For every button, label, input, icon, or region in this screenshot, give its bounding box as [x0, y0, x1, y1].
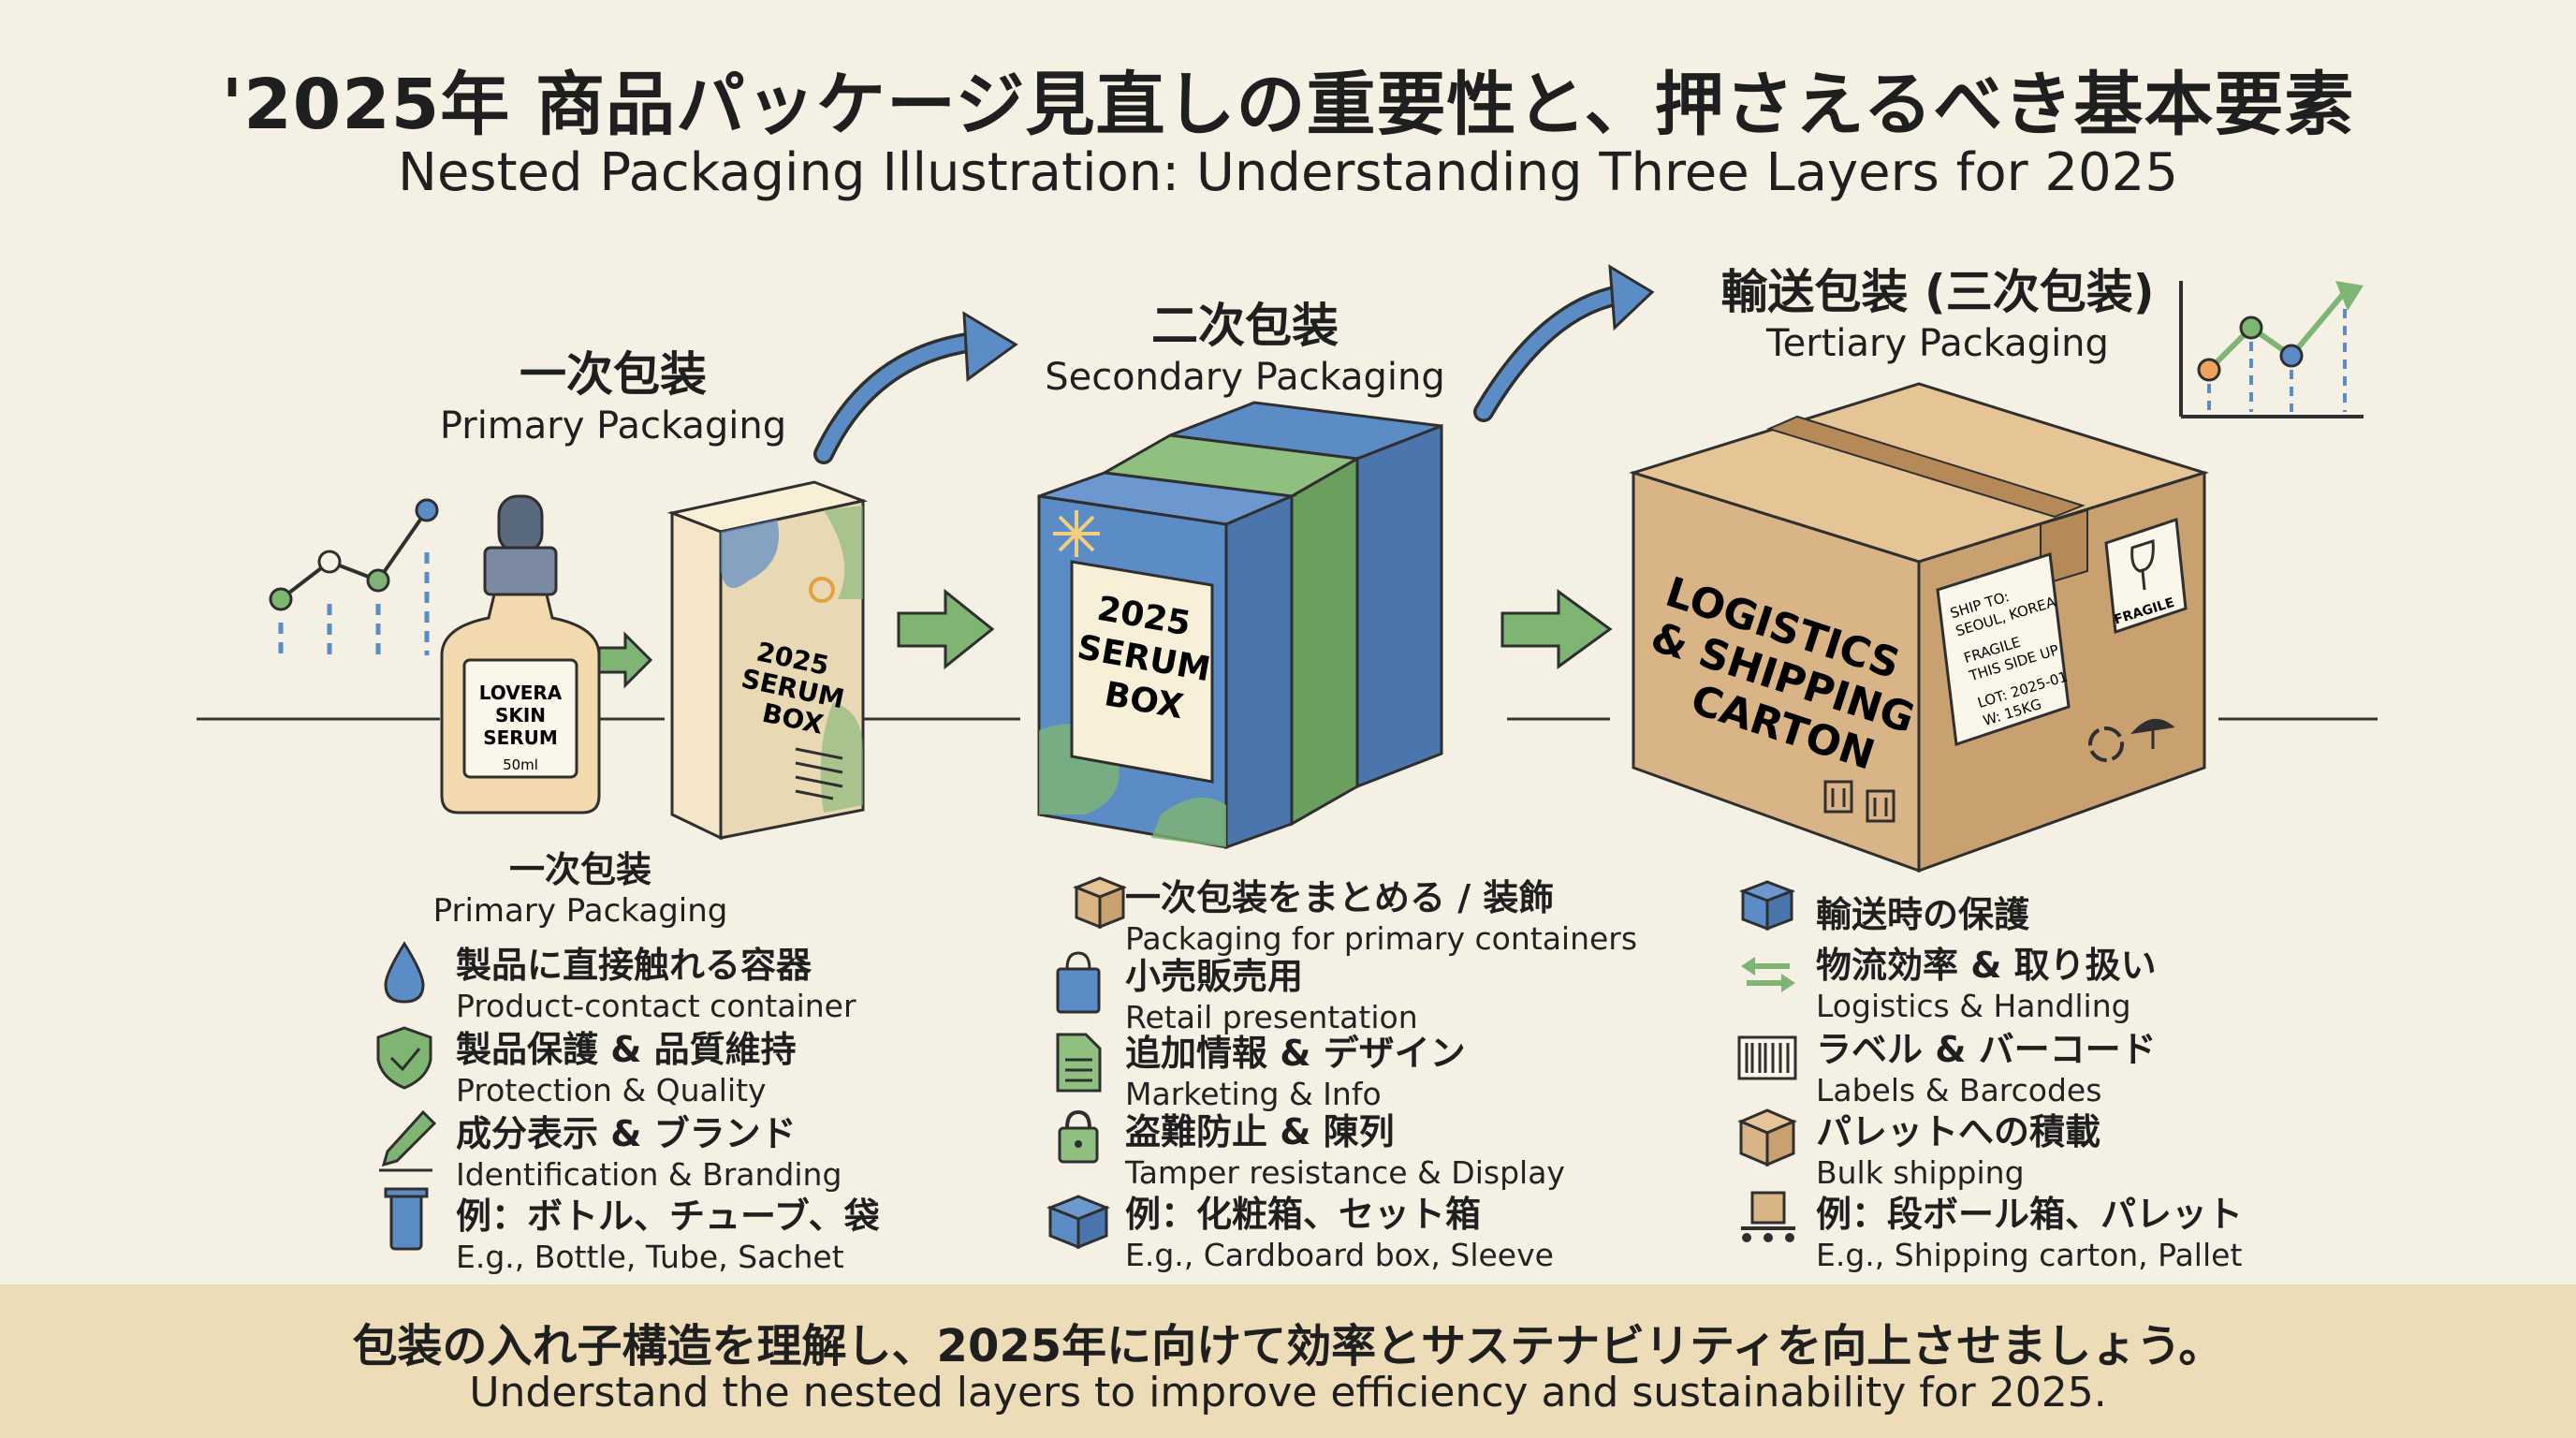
- page-subtitle: Nested Packaging Illustration: Understan…: [398, 142, 2178, 203]
- primary-feature-2: 製品保護 & 品質維持 Protection & Quality: [456, 1020, 797, 1108]
- recycle-icon: [2088, 726, 2124, 762]
- tertiary-feature-3: ラベル & バーコード Labels & Barcodes: [1816, 1020, 2157, 1108]
- secondary-feature-1-jp: 一次包装をまとめる / 装飾: [1125, 877, 1555, 918]
- stage-secondary-jp: 二次包装: [1151, 299, 1339, 353]
- pallet-icon: [1741, 1191, 1795, 1242]
- secondary-feature-5: 例：化粧箱、セット箱 E.g., Cardboard box, Sleeve: [1125, 1185, 1554, 1273]
- primary-feature-4-jp: 例：ボトル、チューブ、袋: [456, 1196, 880, 1237]
- secondary-feature-2-jp: 小売販売用: [1125, 956, 1304, 997]
- line-chart-icon-right: [2179, 281, 2364, 418]
- lock-icon: [1058, 1109, 1099, 1164]
- tertiary-feature-4: パレットへの積載 Bulk shipping: [1816, 1103, 2100, 1191]
- tertiary-feature-3-jp: ラベル & バーコード: [1816, 1029, 2157, 1070]
- secondary-feature-3: 追加情報 & デザイン Marketing & Info: [1125, 1024, 1466, 1112]
- primary-section-heading-en: Primary Packaging: [432, 892, 728, 930]
- footer-message-en: Understand the nested layers to improve …: [469, 1369, 2107, 1416]
- secondary-feature-1: 一次包装をまとめる / 装飾 Packaging for primary con…: [1125, 869, 1637, 957]
- broken-glass-icon: [2130, 538, 2155, 591]
- stage-tertiary-jp: 輸送包装 (三次包装): [1720, 265, 2155, 319]
- stage-primary-jp: 一次包装: [520, 347, 707, 402]
- tertiary-feature-4-jp: パレットへの積載: [1816, 1111, 2101, 1152]
- tertiary-feature-1-jp: 輸送時の保護: [1816, 894, 2030, 935]
- package-icon: [1737, 1108, 1797, 1167]
- exchange-arrows-icon: [1741, 957, 1795, 992]
- curved-arrow-primary-to-secondary: [813, 311, 1018, 464]
- secondary-feature-2-en: Retail presentation: [1125, 999, 1418, 1035]
- stage-secondary-en: Secondary Packaging: [1045, 356, 1445, 399]
- primary-feature-3-en: Identification & Branding: [456, 1156, 842, 1193]
- secondary-feature-3-en: Marketing & Info: [1125, 1076, 1382, 1112]
- umbrella-icon: [2130, 718, 2175, 749]
- secondary-feature-1-en: Packaging for primary containers: [1125, 920, 1638, 957]
- box-icon: [1072, 876, 1128, 930]
- primary-feature-1: 製品に直接触れる容器 Product-contact container: [456, 936, 856, 1024]
- stage-secondary-heading: 二次包装 Secondary Packaging: [1011, 288, 1479, 399]
- page-title: '2025年 商品パッケージ見直しの重要性と、押さえるべき基本要素: [221, 65, 2355, 145]
- primary-feature-2-jp: 製品保護 & 品質維持: [456, 1029, 797, 1070]
- stage-tertiary-en: Tertiary Packaging: [1766, 322, 2109, 365]
- arrow-right-icon-3: [1500, 589, 1613, 669]
- primary-feature-1-jp: 製品に直接触れる容器: [456, 945, 812, 986]
- arrow-right-icon-2: [897, 588, 995, 670]
- tertiary-feature-5-jp: 例：段ボール箱、パレット: [1816, 1194, 2244, 1235]
- tertiary-feature-5: 例：段ボール箱、パレット E.g., Shipping carton, Pall…: [1816, 1185, 2243, 1273]
- serum-box-illustration: 2025 SERUM BOX: [666, 480, 869, 841]
- tertiary-feature-2-en: Logistics & Handling: [1816, 988, 2131, 1024]
- bottle-label-line2: SKIN: [495, 704, 546, 726]
- primary-feature-4: 例：ボトル、チューブ、袋 E.g., Bottle, Tube, Sachet: [456, 1187, 880, 1275]
- secondary-feature-4: 盗難防止 & 陳列 Tamper resistance & Display: [1125, 1103, 1565, 1191]
- stage-primary-heading: 一次包装 Primary Packaging: [393, 337, 833, 448]
- shipping-carton-illustration: LOGISTICS & SHIPPING CARTON SHIP TO: SEO…: [1628, 382, 2210, 873]
- barcode-icon: [1737, 1035, 1797, 1080]
- primary-feature-2-en: Protection & Quality: [456, 1072, 767, 1108]
- droplet-icon: [384, 941, 425, 1004]
- secondary-feature-5-jp: 例：化粧箱、セット箱: [1125, 1194, 1482, 1235]
- tertiary-feature-1: 輸送時の保護: [1816, 886, 2029, 937]
- primary-section-heading-jp: 一次包装: [508, 849, 651, 890]
- primary-feature-3-jp: 成分表示 & ブランド: [456, 1113, 797, 1154]
- tertiary-feature-2: 物流効率 & 取り扱い Logistics & Handling: [1816, 936, 2157, 1024]
- primary-feature-4-en: E.g., Bottle, Tube, Sachet: [456, 1239, 844, 1275]
- pencil-icon: [379, 1109, 437, 1172]
- tube-icon: [384, 1187, 429, 1251]
- secondary-feature-3-jp: 追加情報 & デザイン: [1125, 1033, 1466, 1074]
- primary-feature-1-en: Product-contact container: [456, 988, 856, 1024]
- this-way-up-icon: [1823, 780, 1895, 823]
- stage-primary-en: Primary Packaging: [439, 404, 787, 448]
- footer-message-jp: 包装の入れ子構造を理解し、2025年に向けて効率とサステナビリティを向上させまし…: [352, 1320, 2224, 1372]
- sparkle-icon: [1053, 510, 1100, 557]
- curved-arrow-secondary-to-tertiary: [1473, 264, 1655, 422]
- secondary-feature-4-en: Tamper resistance & Display: [1125, 1154, 1565, 1191]
- shipping-label: SHIP TO: SEOUL, KOREA FRAGILE THIS SIDE …: [1936, 552, 2071, 747]
- tertiary-feature-3-en: Labels & Barcodes: [1816, 1072, 2102, 1108]
- secondary-feature-5-en: E.g., Cardboard box, Sleeve: [1125, 1237, 1554, 1273]
- cardboard-box-icon: [1046, 1195, 1111, 1250]
- shopping-bag-icon: [1056, 951, 1101, 1014]
- tertiary-feature-5-en: E.g., Shipping carton, Pallet: [1816, 1237, 2243, 1273]
- serum-bottle-illustration: LOVERA SKIN SERUM 50ml: [440, 494, 601, 814]
- primary-feature-3: 成分表示 & ブランド Identification & Branding: [456, 1105, 842, 1193]
- tertiary-feature-2-jp: 物流効率 & 取り扱い: [1816, 945, 2157, 986]
- secondary-feature-4-jp: 盗難防止 & 陳列: [1125, 1111, 1395, 1152]
- secondary-feature-2: 小売販売用 Retail presentation: [1125, 947, 1418, 1035]
- cube-icon: [1738, 880, 1796, 932]
- fragile-label: FRAGILE: [2104, 517, 2188, 635]
- secondary-set-box-illustration: 2025 SERUM BOX: [1037, 401, 1443, 850]
- footer-band: [0, 1284, 2576, 1438]
- bottle-label-line1: LOVERA: [479, 682, 563, 704]
- bottle-label-line3: SERUM: [483, 726, 558, 749]
- primary-section-heading: 一次包装 Primary Packaging: [426, 841, 735, 930]
- shield-check-icon: [376, 1026, 432, 1090]
- line-chart-icon-left: [269, 498, 439, 655]
- arrow-right-icon-1: [597, 631, 653, 689]
- bottle-label-volume: 50ml: [503, 756, 538, 773]
- tertiary-feature-4-en: Bulk shipping: [1816, 1154, 2025, 1191]
- stage-tertiary-heading: 輸送包装 (三次包装) Tertiary Packaging: [1666, 255, 2209, 365]
- document-icon: [1056, 1033, 1102, 1093]
